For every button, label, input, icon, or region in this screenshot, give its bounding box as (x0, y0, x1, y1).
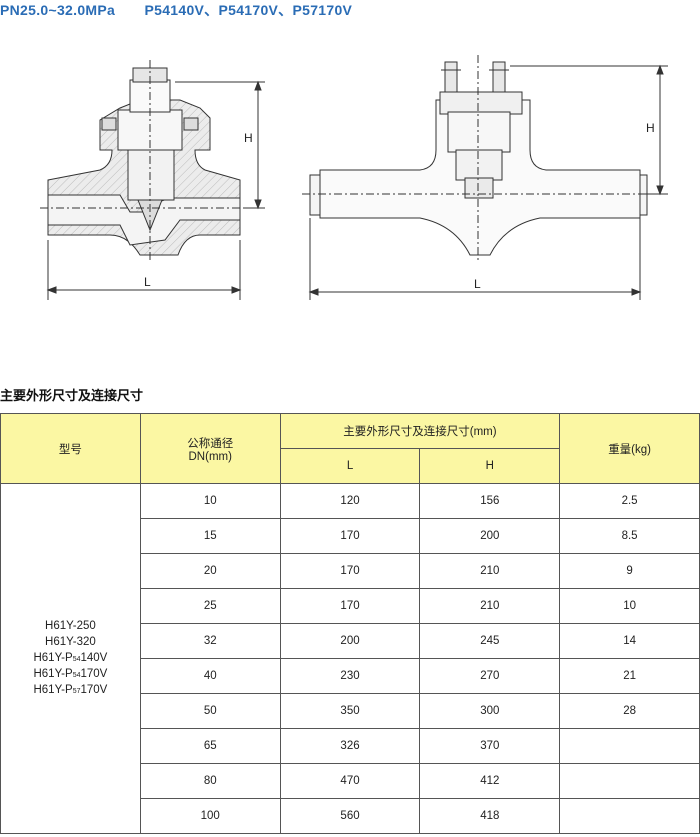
cell-l: 560 (279, 798, 421, 834)
model-suffix: 170V (80, 683, 108, 696)
model-item: H61Y-320 (1, 635, 140, 651)
model-codes: P54140V、P54170V、P57170V (144, 2, 353, 18)
cell-h: 210 (419, 553, 561, 589)
cell-weight (559, 763, 700, 799)
model-item: H61Y-P57170V (1, 683, 140, 699)
left-l-label: L (144, 275, 151, 289)
cell-l: 170 (279, 553, 421, 589)
model-item: H61Y-P54140V (1, 651, 140, 667)
cell-l: 170 (279, 518, 421, 554)
cell-weight: 28 (559, 693, 700, 729)
cell-weight: 8.5 (559, 518, 700, 554)
pressure-rating: PN25.0~32.0MPa (0, 2, 116, 18)
right-valve-drawing (302, 55, 668, 300)
model-prefix: H61Y-250 (45, 619, 96, 632)
model-suffix: 170V (80, 667, 108, 680)
cell-weight (559, 728, 700, 764)
cell-dn: 10 (139, 483, 281, 519)
model-suffix: 140V (80, 651, 108, 664)
cell-h: 270 (419, 658, 561, 694)
cell-dn: 15 (139, 518, 281, 554)
model-item: H61Y-250 (1, 619, 140, 635)
model-subscript: 57 (72, 687, 81, 695)
cell-weight: 9 (559, 553, 700, 589)
left-valve-drawing (40, 60, 265, 300)
cell-weight: 2.5 (559, 483, 700, 519)
cell-dn: 50 (139, 693, 281, 729)
cell-dn: 40 (139, 658, 281, 694)
right-l-label: L (474, 277, 481, 291)
header-l: L (279, 448, 421, 484)
page-header: PN25.0~32.0MPa P54140V、P54170V、P57170V (0, 0, 352, 20)
cell-dn: 25 (139, 588, 281, 624)
header-dn: 公称通径 DN(mm) (139, 413, 281, 484)
cell-weight: 10 (559, 588, 700, 624)
header-h: H (419, 448, 561, 484)
cell-l: 350 (279, 693, 421, 729)
model-subscript: 54 (72, 671, 81, 679)
header-model: 型号 (0, 413, 141, 484)
cell-dn: 80 (139, 763, 281, 799)
header-dimensions: 主要外形尺寸及连接尺寸(mm) (279, 413, 561, 449)
cell-h: 418 (419, 798, 561, 834)
cell-weight: 21 (559, 658, 700, 694)
section-title: 主要外形尺寸及连接尺寸 (0, 388, 144, 403)
header-dn-line1: 公称通径 (187, 437, 234, 450)
cell-l: 170 (279, 588, 421, 624)
dimensions-table: 型号 公称通径 DN(mm) 主要外形尺寸及连接尺寸(mm) 重量(kg) L … (0, 413, 700, 834)
cell-h: 156 (419, 483, 561, 519)
cell-weight (559, 798, 700, 834)
model-prefix: H61Y-320 (45, 635, 96, 648)
cell-dn: 65 (139, 728, 281, 764)
cell-h: 300 (419, 693, 561, 729)
cell-l: 326 (279, 728, 421, 764)
valve-drawings: H L H L (40, 55, 668, 300)
cell-weight: 14 (559, 623, 700, 659)
cell-l: 200 (279, 623, 421, 659)
cell-dn: 32 (139, 623, 281, 659)
cell-dn: 20 (139, 553, 281, 589)
model-subscript: 54 (72, 655, 81, 663)
cell-l: 230 (279, 658, 421, 694)
cell-h: 245 (419, 623, 561, 659)
left-h-label: H (244, 131, 253, 145)
cell-l: 120 (279, 483, 421, 519)
cell-h: 200 (419, 518, 561, 554)
model-prefix: H61Y-P (33, 683, 73, 696)
cell-h: 370 (419, 728, 561, 764)
model-prefix: H61Y-P (33, 651, 73, 664)
header-dn-line2: DN(mm) (188, 450, 232, 463)
cell-l: 470 (279, 763, 421, 799)
right-h-label: H (646, 121, 655, 135)
model-prefix: H61Y-P (33, 667, 73, 680)
cell-h: 210 (419, 588, 561, 624)
cell-dn: 100 (139, 798, 281, 834)
model-item: H61Y-P54170V (1, 667, 140, 683)
cell-h: 412 (419, 763, 561, 799)
header-weight: 重量(kg) (559, 413, 700, 484)
